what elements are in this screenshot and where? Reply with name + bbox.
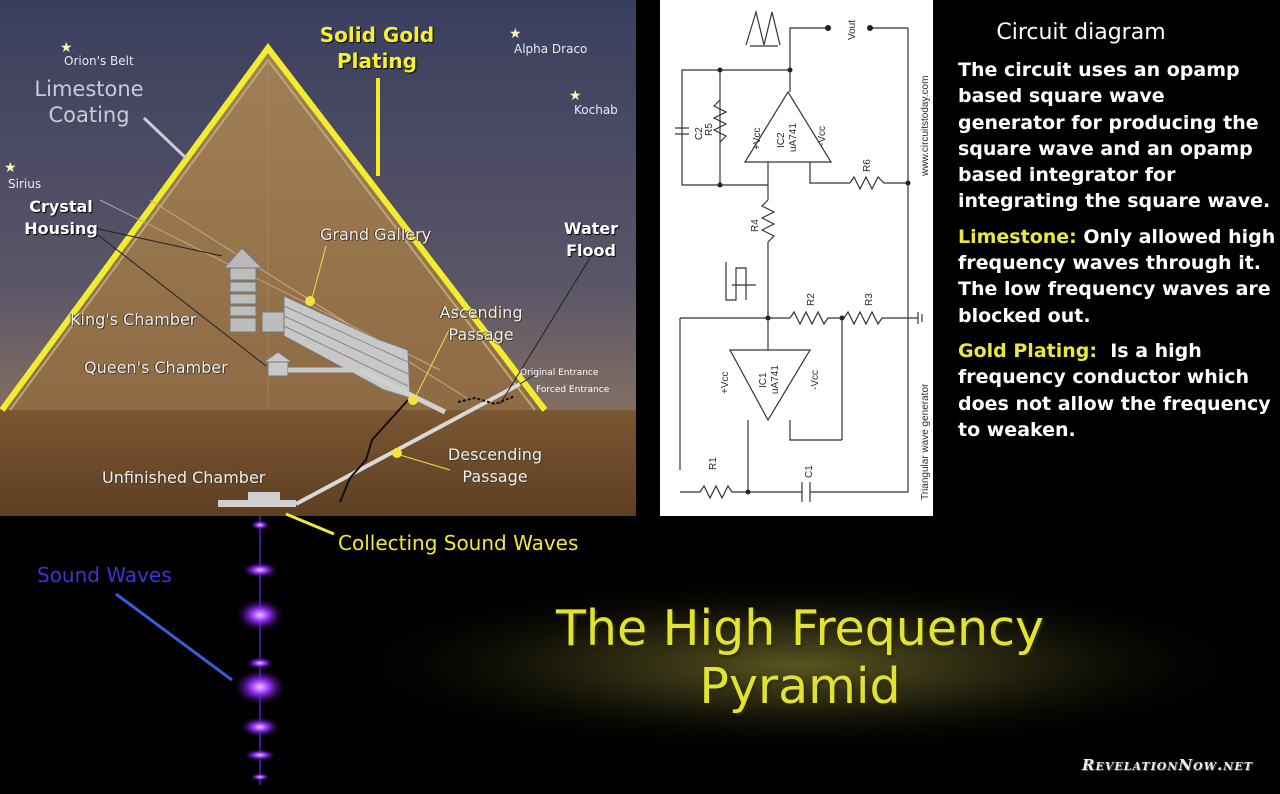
website-label: www.circuitstoday.com xyxy=(920,76,931,177)
circuit-schematic: Vout www.circuitstoday.com Triangular wa… xyxy=(660,0,933,516)
forced-entrance-label: Forced Entrance xyxy=(536,385,610,395)
kings-chamber-label: King's Chamber xyxy=(70,310,197,329)
ascending-passage-label: Ascending Passage xyxy=(439,303,523,344)
site-watermark: RevelationNow.net xyxy=(1082,756,1253,774)
sound-wave-graphic xyxy=(234,515,286,785)
vcc-pos-top-label: +Vcc xyxy=(752,127,763,150)
vcc-neg-top-label: -Vcc xyxy=(817,126,828,146)
r2-label: R2 xyxy=(806,293,817,306)
unfinished-chamber-label: Unfinished Chamber xyxy=(102,468,266,487)
r3-label: R3 xyxy=(864,293,875,306)
ic1-label: IC1 xyxy=(758,372,769,388)
svg-text:★: ★ xyxy=(4,160,17,176)
svg-text:★: ★ xyxy=(60,40,73,56)
star-label-kochab: Kochab xyxy=(574,103,618,117)
limestone-term: Limestone: xyxy=(958,225,1077,248)
gold-plating-paragraph: Gold Plating: Is a high frequency conduc… xyxy=(958,338,1276,443)
ic2-label: IC2 xyxy=(776,132,787,148)
r1-label: R1 xyxy=(708,457,719,470)
main-title-line1: The High Frequency xyxy=(555,600,1045,657)
r6-label: R6 xyxy=(862,159,873,172)
vout-label: Vout xyxy=(847,20,858,40)
ua741-top-label: uA741 xyxy=(788,123,799,152)
svg-text:★: ★ xyxy=(569,88,582,104)
limestone-paragraph: Limestone: Only allowed high frequency w… xyxy=(958,224,1276,329)
limestone-description: Only allowed high frequency waves throug… xyxy=(958,225,1276,327)
intro-paragraph: The circuit uses an opamp based square w… xyxy=(958,59,1271,213)
svg-text:★: ★ xyxy=(509,26,522,42)
pyramid-cross-section: ★ ★ ★ ★ Orion's Belt Alpha Draco Kochab … xyxy=(0,0,636,516)
vcc-pos-bottom-label: +Vcc xyxy=(720,371,731,394)
circuit-drawing: Vout www.circuitstoday.com Triangular wa… xyxy=(675,9,931,502)
collecting-sound-waves-label: Collecting Sound Waves xyxy=(338,531,579,555)
queens-chamber-label: Queen's Chamber xyxy=(84,358,228,377)
caption-label: Triangular wave generator xyxy=(920,383,931,500)
pyramid-illustration: ★ ★ ★ ★ xyxy=(0,0,636,516)
water-flood-label: Water Flood xyxy=(563,219,619,260)
star-label-alpha-draco: Alpha Draco xyxy=(514,42,588,56)
c1-label: C1 xyxy=(804,465,815,478)
star-label-sirius: Sirius xyxy=(8,177,42,191)
description-panel: Circuit diagram The circuit uses an opam… xyxy=(946,20,1276,452)
gold-plating-description: Is a high frequency conductor which does… xyxy=(958,339,1271,441)
star-label-orions-belt: Orion's Belt xyxy=(64,54,134,68)
circuit-diagram-heading: Circuit diagram xyxy=(996,20,1166,45)
solid-gold-plating-label: Solid Gold Plating xyxy=(319,23,435,73)
ua741-bottom-label: uA741 xyxy=(770,365,781,394)
vcc-neg-bottom-label: -Vcc xyxy=(810,370,821,390)
r4-label: R4 xyxy=(750,219,761,232)
gold-plating-term: Gold Plating: xyxy=(958,339,1097,362)
sound-waves-label: Sound Waves xyxy=(37,563,172,587)
descending-passage-label: Descending Passage xyxy=(447,445,543,486)
grand-gallery-label: Grand Gallery xyxy=(320,225,432,244)
original-entrance-label: Original Entrance xyxy=(520,368,599,378)
limestone-coating-label: Limestone Coating xyxy=(34,77,144,127)
main-title-line2: Pyramid xyxy=(699,658,901,715)
crystal-housing-label: Crystal Housing xyxy=(24,197,98,238)
r5-label: R5 xyxy=(704,123,715,136)
c2-label: C2 xyxy=(694,127,705,140)
main-title: The High Frequency Pyramid xyxy=(330,600,1270,716)
